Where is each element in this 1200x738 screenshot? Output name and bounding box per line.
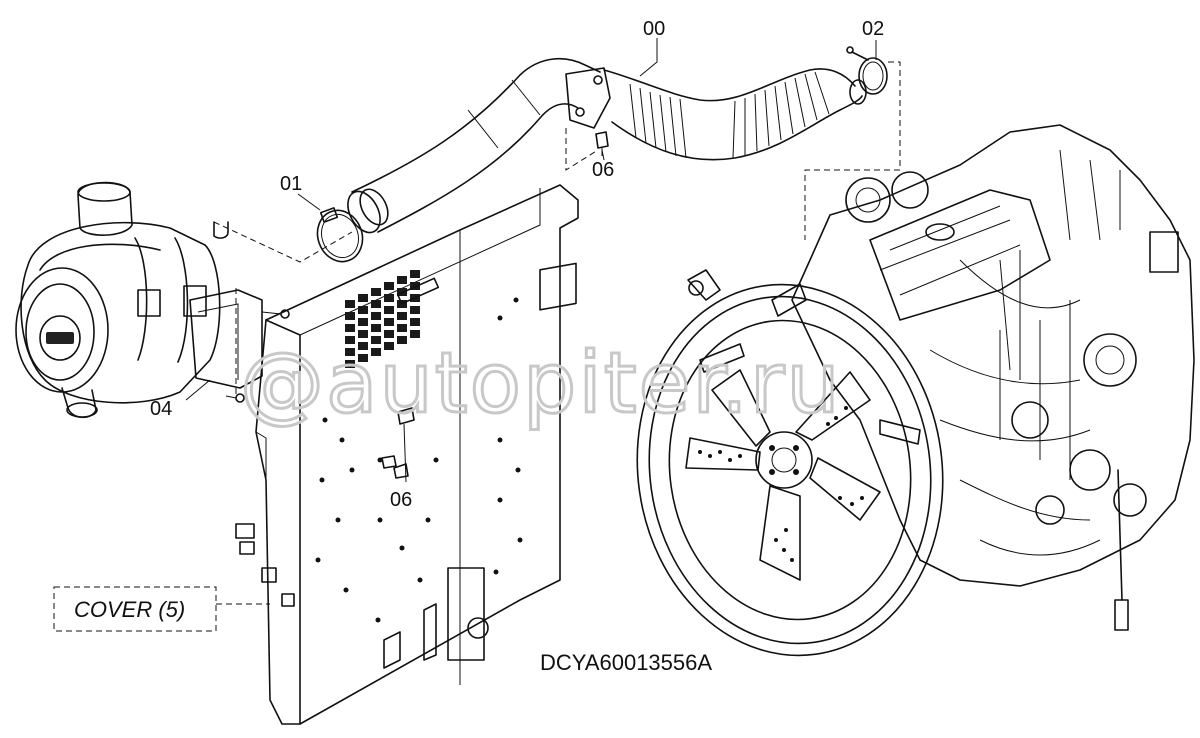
part-label-00: 00 (643, 18, 665, 40)
watermark-text: @autopiter.ru (240, 334, 842, 432)
engine-illustration (687, 124, 1195, 631)
clamp-01-illustration (316, 207, 364, 263)
intake-hose-illustration (347, 57, 867, 234)
part-label-06-panel: 06 (390, 489, 412, 511)
part-label-01: 01 (280, 173, 302, 195)
part-label-04: 04 (150, 398, 172, 420)
part-label-06-top: 06 (592, 159, 614, 181)
clamp-02-illustration (846, 46, 888, 95)
reference-box-label: COVER (5) (74, 597, 185, 622)
reference-box (53, 586, 217, 632)
leader-lines (185, 38, 901, 605)
air-cleaner-illustration (15, 181, 290, 419)
part-label-02: 02 (862, 18, 884, 40)
cover-panel-illustration (235, 184, 579, 725)
drawing-code: DCYA60013556A (540, 650, 712, 675)
cooling-fan-illustration (636, 283, 944, 657)
